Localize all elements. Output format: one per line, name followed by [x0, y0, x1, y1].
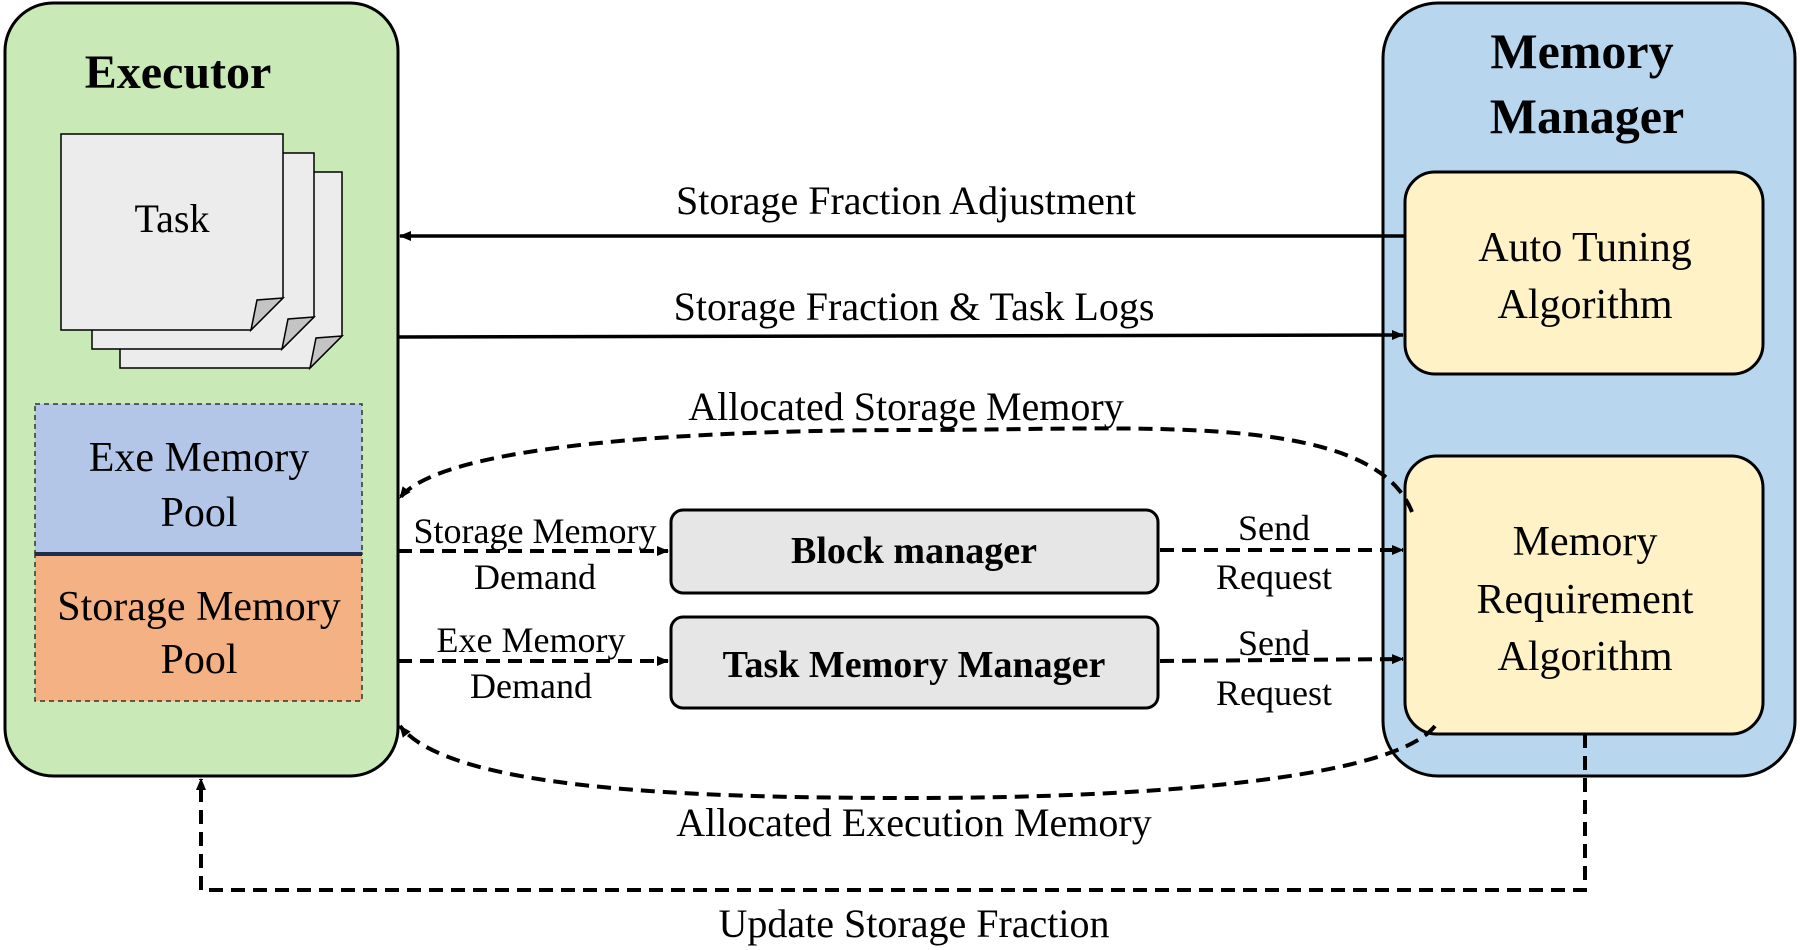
memory-manager-title-1: Memory — [1490, 23, 1673, 79]
task-stack — [60, 133, 344, 371]
storage-fraction-adjustment-label: Storage Fraction Adjustment — [676, 178, 1136, 223]
exe-memory-pool — [34, 403, 363, 554]
auto-tuning-label-2: Algorithm — [1498, 282, 1673, 328]
storage-demand-label-2: Demand — [474, 557, 596, 597]
executor-title: Executor — [85, 46, 272, 99]
storage-demand-label-1: Storage Memory — [414, 511, 657, 551]
exe-pool-label-2: Pool — [160, 490, 237, 536]
block-manager-box — [669, 508, 1160, 595]
allocated-execution-memory-arrow — [398, 724, 1437, 801]
exe-demand-label-2: Demand — [470, 666, 592, 706]
mem-req-label-3: Algorithm — [1498, 634, 1673, 680]
task-label: Task — [135, 196, 210, 241]
storage-fraction-task-logs-label: Storage Fraction & Task Logs — [674, 284, 1155, 329]
mem-req-label-2: Requirement — [1477, 577, 1694, 623]
task-memory-manager-label: Task Memory Manager — [723, 644, 1106, 686]
update-storage-fraction-arrow — [196, 734, 1587, 892]
exe-demand-label-1: Exe Memory — [437, 620, 626, 660]
exe-pool-label-1: Exe Memory — [89, 435, 309, 481]
task-memory-manager-box — [669, 615, 1160, 710]
allocated-storage-memory-arrow — [398, 426, 1414, 513]
storage-pool-label-1: Storage Memory — [57, 584, 340, 630]
auto-tuning-algorithm — [1403, 170, 1765, 376]
allocated-storage-memory-label: Allocated Storage Memory — [688, 384, 1123, 429]
mem-req-label-1: Memory — [1513, 519, 1658, 565]
block-manager-label: Block manager — [791, 530, 1037, 572]
allocated-execution-memory-label: Allocated Execution Memory — [676, 800, 1151, 845]
update-storage-fraction-label: Update Storage Fraction — [719, 901, 1110, 946]
send-request-2-label-1: Send — [1238, 623, 1310, 663]
storage-pool-label-2: Pool — [160, 637, 237, 683]
send-request-1-label-1: Send — [1238, 508, 1310, 548]
storage-fraction-task-logs-arrow — [397, 330, 1404, 341]
auto-tuning-label-1: Auto Tuning — [1478, 225, 1692, 271]
memory-manager-title-2: Manager — [1490, 88, 1684, 144]
send-request-2-label-2: Request — [1216, 673, 1332, 713]
send-request-1-label-2: Request — [1216, 557, 1332, 597]
send-request-arrow-2 — [1159, 654, 1404, 665]
